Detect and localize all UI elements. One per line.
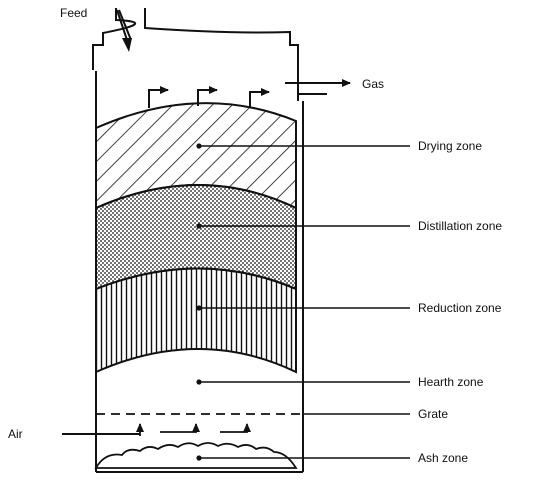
drying-zone-label: Drying zone [418, 139, 482, 153]
reduction-zone-band [95, 267, 297, 374]
air-flow-arrows [136, 423, 251, 436]
ash-heap [94, 442, 298, 469]
leader-lines [196, 143, 410, 461]
feed-arrow [116, 9, 132, 41]
gas-label: Gas [362, 77, 384, 91]
feed-arrow-head [122, 38, 132, 52]
feed-label: Feed [60, 6, 87, 20]
ash-zone-label: Ash zone [418, 451, 468, 465]
hearth-zone-label: Hearth zone [418, 375, 484, 389]
gas-flow-arrows [148, 86, 270, 108]
distillation-zone-label: Distillation zone [418, 219, 502, 233]
grate-label: Grate [418, 407, 448, 421]
reduction-zone-label: Reduction zone [418, 301, 502, 315]
air-label: Air [8, 427, 23, 441]
